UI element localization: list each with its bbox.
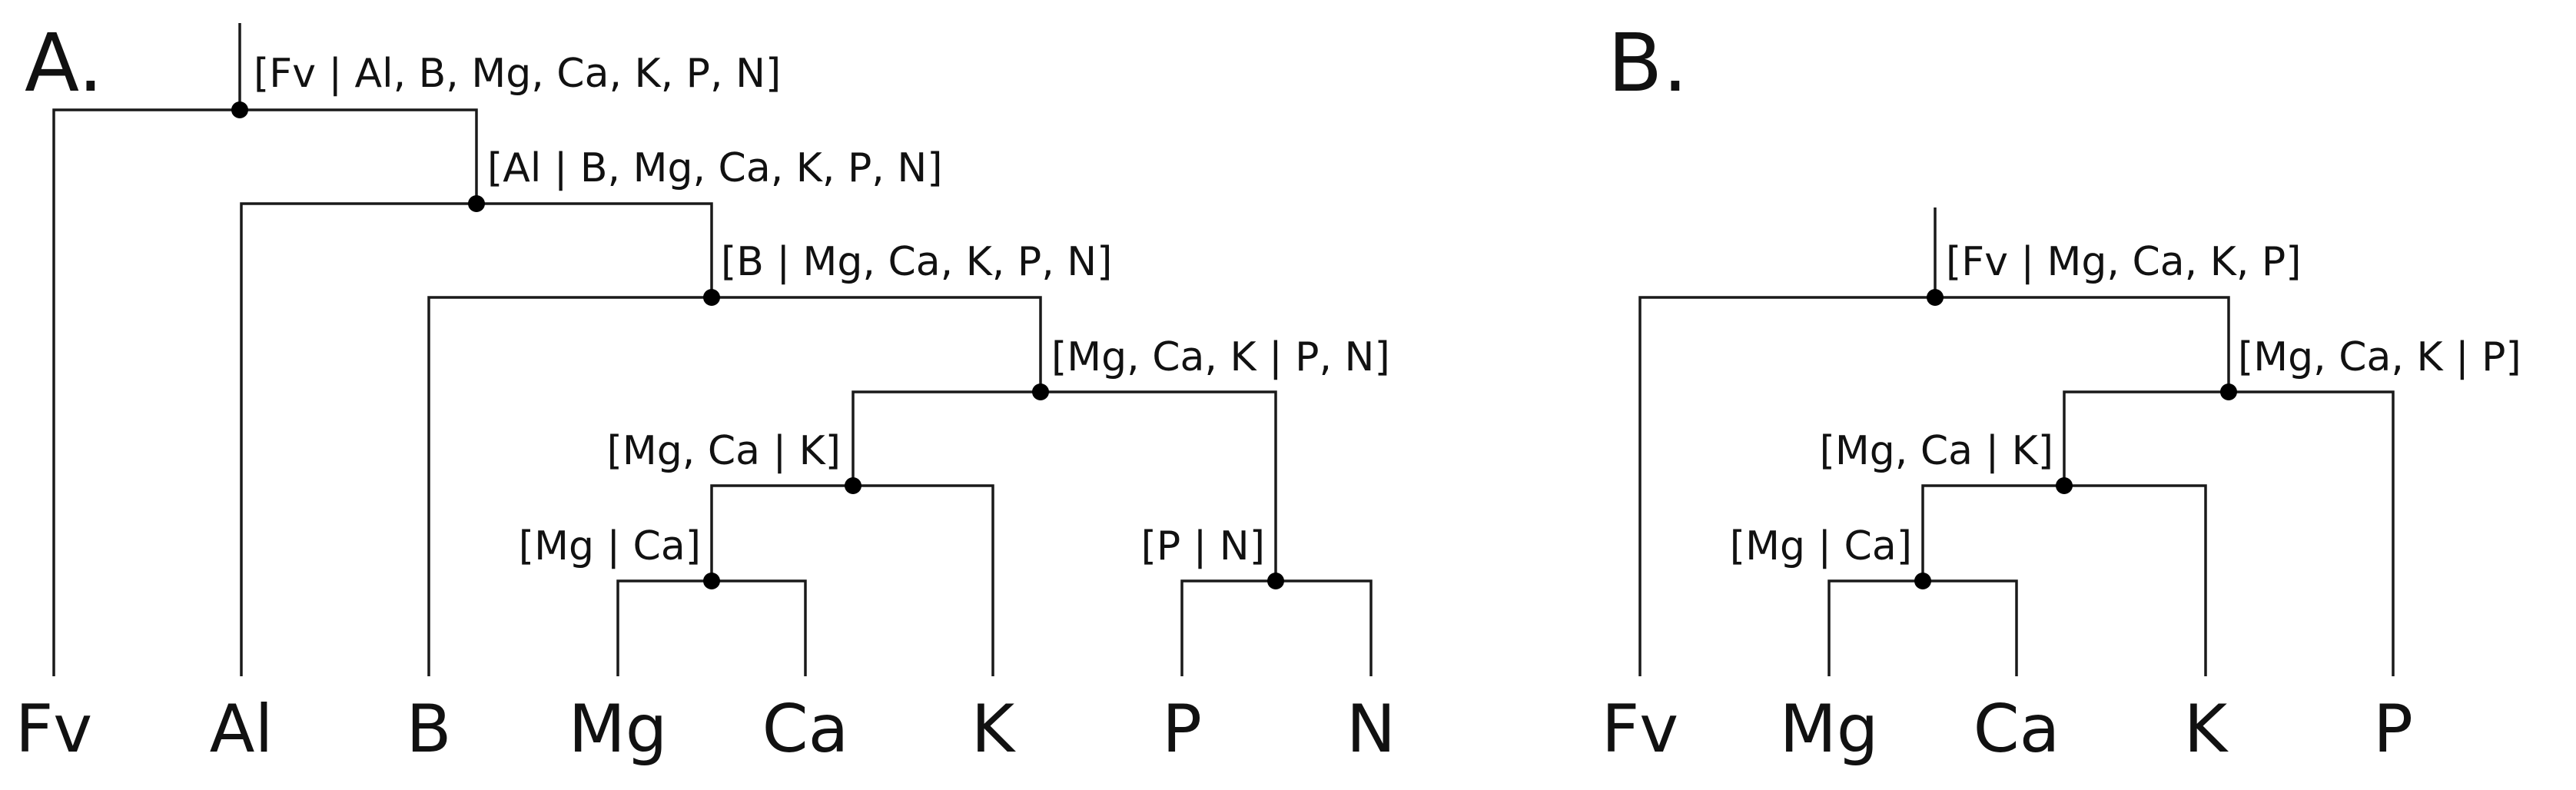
- node-label: [Mg, Ca | K]: [1820, 428, 2053, 474]
- node-dot: [703, 289, 720, 306]
- node-label: [B | Mg, Ca, K, P, N]: [721, 239, 1112, 285]
- node-dot: [1267, 573, 1284, 589]
- node-label: [P | N]: [1141, 523, 1265, 569]
- node-dot: [703, 573, 720, 589]
- leaf-label: Al: [210, 691, 274, 768]
- leaf-label: Fv: [15, 691, 92, 768]
- node-dot: [845, 477, 861, 494]
- leaf-label: K: [2184, 691, 2229, 768]
- leaf-label: Ca: [762, 691, 849, 768]
- node-label: [Fv | Mg, Ca, K, P]: [1946, 239, 2302, 285]
- panel-a-label: A.: [25, 16, 103, 110]
- leaf-label: Mg: [1780, 691, 1879, 768]
- branch-node-7: [1180, 579, 1373, 676]
- leaf-label: Ca: [1973, 691, 2060, 768]
- panel-a: A. [Fv | Al, B, Mg, C: [15, 16, 1396, 768]
- panel-b: B. [Fv | Mg, Ca, K, P] [Mg, Ca, K | P] […: [1602, 16, 2521, 768]
- leaf-label: Fv: [1602, 691, 1678, 768]
- branch-node-6: [616, 579, 807, 676]
- node-label: [Mg, Ca, K | P, N]: [1051, 334, 1390, 380]
- leaf-label: P: [1162, 691, 1202, 768]
- node-dot: [231, 101, 248, 118]
- node-label: [Al | B, Mg, Ca, K, P, N]: [487, 145, 943, 191]
- node-dot: [1914, 573, 1931, 589]
- node-label: [Mg, Ca | K]: [607, 428, 841, 474]
- node-dot: [2056, 477, 2073, 494]
- node-label: [Fv | Al, B, Mg, Ca, K, P, N]: [254, 51, 781, 97]
- node-label: [Mg | Ca]: [1730, 523, 1912, 569]
- branch-node-4: [851, 390, 1277, 581]
- leaf-label: N: [1346, 691, 1396, 768]
- branch-node-1: [52, 108, 478, 676]
- node-dot: [1927, 289, 1944, 306]
- branch-node-2: [2063, 390, 2395, 676]
- branch-node-3: [427, 296, 1042, 676]
- leaf-label: Mg: [569, 691, 668, 768]
- leaf-label: B: [407, 691, 452, 768]
- leaf-label: P: [2373, 691, 2413, 768]
- node-label: [Mg | Ca]: [519, 523, 701, 569]
- node-dot: [1032, 383, 1049, 400]
- node-dot: [2220, 383, 2237, 400]
- panel-b-label: B.: [1608, 16, 1688, 110]
- node-label: [Mg, Ca, K | P]: [2238, 334, 2521, 380]
- node-dot: [468, 195, 485, 212]
- branch-node-4: [1827, 579, 2018, 676]
- leaf-label: K: [971, 691, 1017, 768]
